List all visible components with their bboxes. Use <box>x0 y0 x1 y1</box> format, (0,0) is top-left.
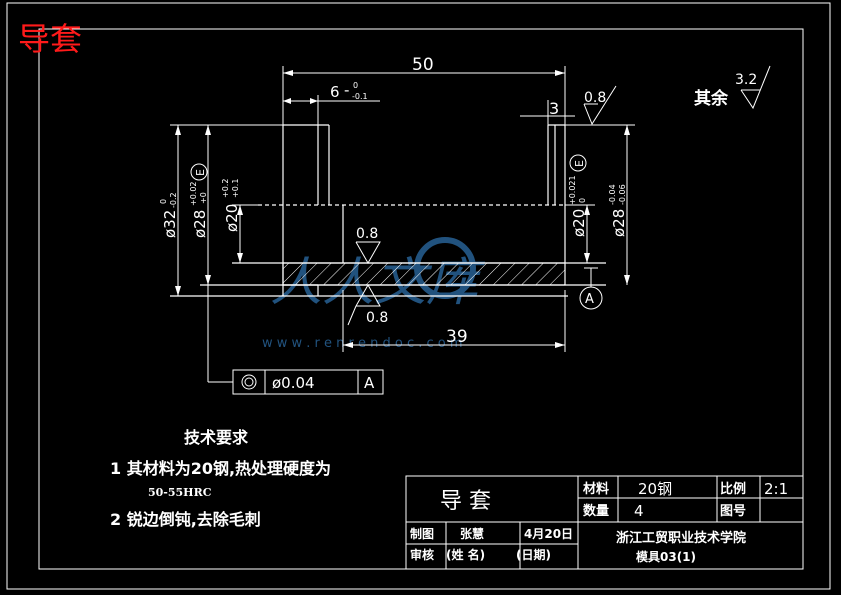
svg-text:-0.06: -0.06 <box>618 184 627 205</box>
datum-symbol-icon <box>579 286 603 310</box>
dim-bore-length: 39 <box>446 327 468 347</box>
dim-length-total: 50 <box>412 55 434 75</box>
svg-text:E: E <box>194 169 207 176</box>
page-title: 导套 <box>18 20 82 58</box>
outer-frame <box>6 2 831 590</box>
dim-od-left2: ø28 +0.02 +0 E <box>189 163 209 238</box>
svg-text:+0: +0 <box>199 192 208 204</box>
date-placeholder: (日期) <box>516 547 551 562</box>
material-label: 材料 <box>583 481 609 497</box>
checked-label: 审核 <box>410 547 434 562</box>
qty-label: 数量 <box>583 503 609 519</box>
dim-groove-width: 6 <box>330 83 340 101</box>
roughness-general-label: 其余 <box>694 88 729 109</box>
roughness-inner: 0.8 <box>356 226 378 242</box>
dim-arrows <box>175 70 630 348</box>
svg-text:+0.021: +0.021 <box>568 175 577 205</box>
svg-text:+0.02: +0.02 <box>189 181 198 206</box>
dim-groove-tol-bot: -0.1 <box>352 92 368 101</box>
svg-text:-: - <box>344 81 349 99</box>
dim-od-left: ø32 0 -0.2 <box>159 192 179 238</box>
qty-value: 4 <box>634 502 644 520</box>
roughness-general: 3.2 <box>735 72 757 88</box>
svg-text:-0.2: -0.2 <box>169 192 178 208</box>
svg-text:E: E <box>573 160 586 167</box>
title-part-name: 导 套 <box>440 489 491 514</box>
requirement-2: 2 锐边倒钝,去除毛刺 <box>110 510 261 529</box>
roughness-top: 0.8 <box>584 90 606 106</box>
tolerance-value: ø0.04 <box>272 374 315 392</box>
svg-text:ø20: ø20 <box>223 204 241 232</box>
svg-text:+0.1: +0.1 <box>231 179 240 198</box>
svg-text:ø20: ø20 <box>570 209 588 237</box>
school-name: 浙江工贸职业技术学院 <box>616 530 746 546</box>
scale-label: 比例 <box>720 481 746 497</box>
svg-text:0: 0 <box>159 199 168 204</box>
drawing-no-label: 图号 <box>720 504 746 519</box>
requirement-1-hardness: 50-55HRC <box>148 486 212 499</box>
tolerance-datum: A <box>364 374 375 392</box>
material-value: 20钢 <box>638 480 672 498</box>
title-block <box>405 475 804 570</box>
name-placeholder: (姓 名) <box>446 547 485 562</box>
dim-id-right: ø20 +0.021 0 E <box>568 154 588 237</box>
svg-text:ø32: ø32 <box>161 210 179 238</box>
datum-label: A <box>585 292 594 307</box>
roughness-bottom-icon <box>347 283 381 326</box>
requirements-title: 技术要求 <box>184 428 249 447</box>
svg-text:ø28: ø28 <box>191 210 209 238</box>
svg-text:-0.04: -0.04 <box>608 184 617 205</box>
dim-chamfer: 3 <box>549 99 559 118</box>
drawn-by: 张慧 <box>460 526 484 541</box>
drawn-label: 制图 <box>410 526 434 541</box>
svg-text:0: 0 <box>578 198 587 203</box>
svg-text:+0.2: +0.2 <box>221 179 230 198</box>
drawn-date: 4月20日 <box>524 527 573 541</box>
requirement-1: 1 其材料为20钢,热处理硬度为 <box>110 459 331 478</box>
dim-od-right: ø28 -0.04 -0.06 <box>608 184 628 237</box>
dim-id-left: ø20 +0.2 +0.1 <box>221 179 241 232</box>
tolerance-frame <box>232 369 384 395</box>
dim-lines <box>170 66 635 383</box>
dim-groove-tol-top: 0 <box>353 81 358 90</box>
hatched-wall <box>282 262 566 286</box>
roughness-inner-icon <box>355 241 381 265</box>
roughness-top-icon <box>583 85 617 126</box>
roughness-general-icon <box>740 65 771 110</box>
svg-text:ø28: ø28 <box>610 209 628 237</box>
scale-value: 2:1 <box>764 480 788 498</box>
project-name: 模具03(1) <box>636 549 696 564</box>
roughness-bottom: 0.8 <box>366 310 388 326</box>
watermark-url: w w w . r e n r e n d o c . c o m <box>262 336 463 351</box>
